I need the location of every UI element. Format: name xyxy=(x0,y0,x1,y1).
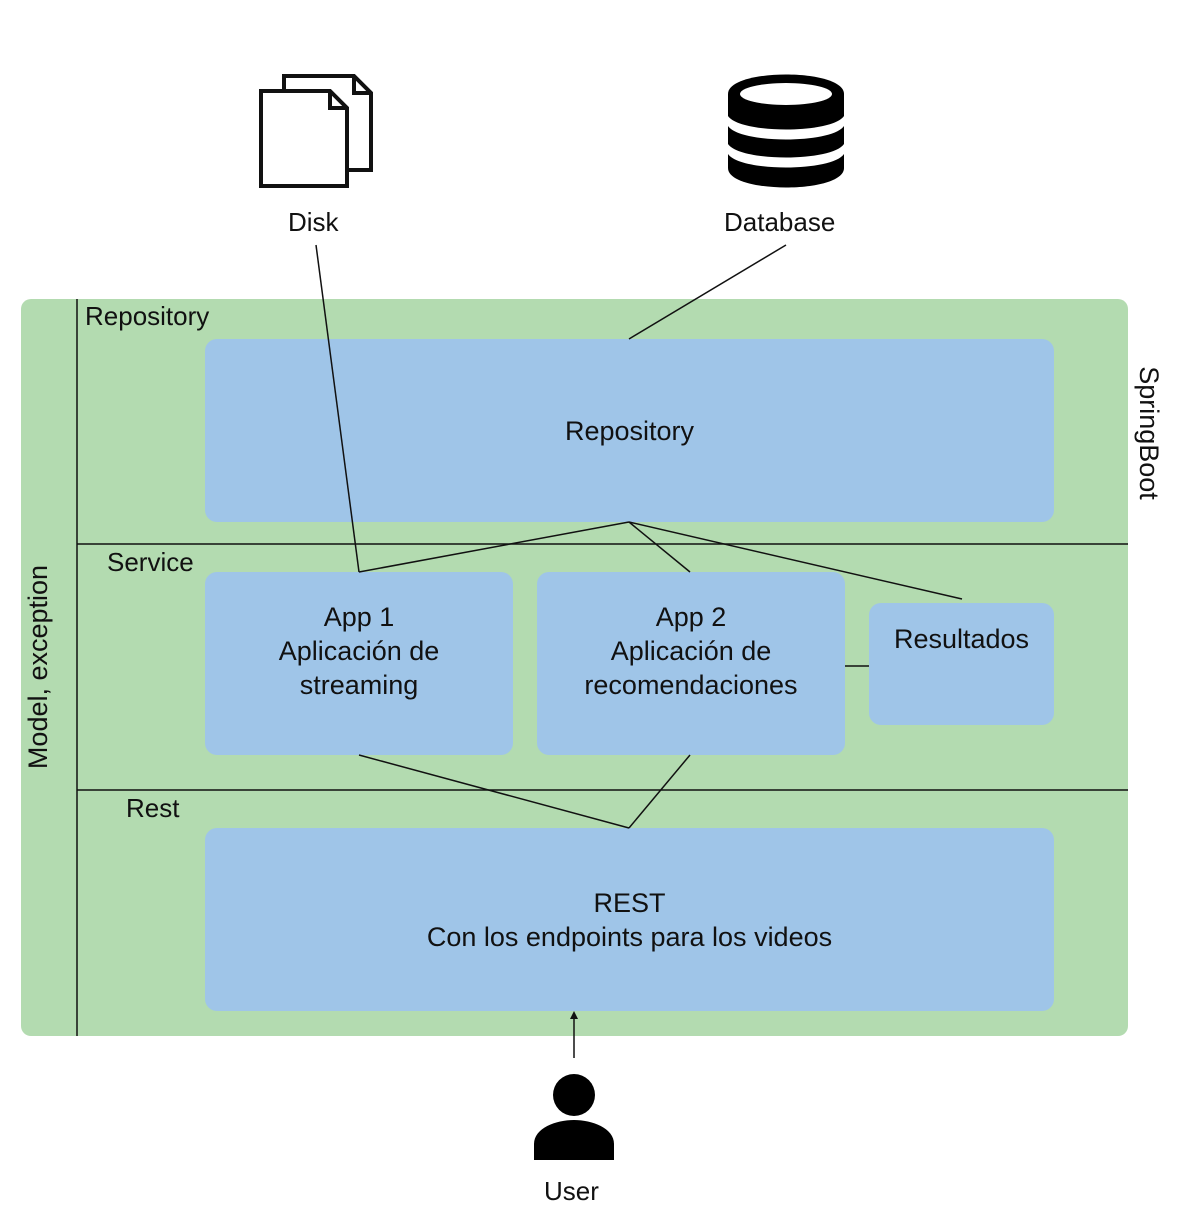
layer-label-rest: Rest xyxy=(126,793,180,823)
disk-label: Disk xyxy=(288,207,339,237)
app2-box: App 2 Aplicación de recomendaciones xyxy=(537,572,845,755)
app1-box: App 1 Aplicación de streaming xyxy=(205,572,513,755)
resultados-box: Resultados xyxy=(869,603,1054,725)
files-icon xyxy=(258,74,374,190)
app2-desc-2: recomendaciones xyxy=(584,670,798,700)
layer-label-service: Service xyxy=(107,547,194,577)
app1-title: App 1 xyxy=(323,602,395,632)
app2-desc-1: Aplicación de xyxy=(610,636,772,666)
app1-desc-1: Aplicación de xyxy=(278,636,440,666)
rest-desc: Con los endpoints para los videos xyxy=(426,921,833,952)
rest-title: REST xyxy=(593,887,666,918)
model-exception-text: Model, exception xyxy=(23,564,53,770)
database-icon xyxy=(726,72,846,192)
springboot-label: SpringBoot xyxy=(1134,366,1164,500)
database-label: Database xyxy=(724,207,836,237)
springboot-text: SpringBoot xyxy=(1134,366,1164,500)
resultados-label: Resultados xyxy=(893,624,1030,654)
layer-label-repository: Repository xyxy=(85,301,210,331)
app2-title: App 2 xyxy=(655,602,727,632)
rest-box: REST Con los endpoints para los videos xyxy=(205,828,1054,1011)
repository-box-label: Repository xyxy=(564,415,695,446)
user-label: User xyxy=(544,1176,599,1206)
model-exception-label: Model, exception xyxy=(23,565,53,769)
user-icon xyxy=(534,1074,614,1160)
repository-box: Repository xyxy=(205,339,1054,522)
app1-desc-2: streaming xyxy=(299,670,419,700)
